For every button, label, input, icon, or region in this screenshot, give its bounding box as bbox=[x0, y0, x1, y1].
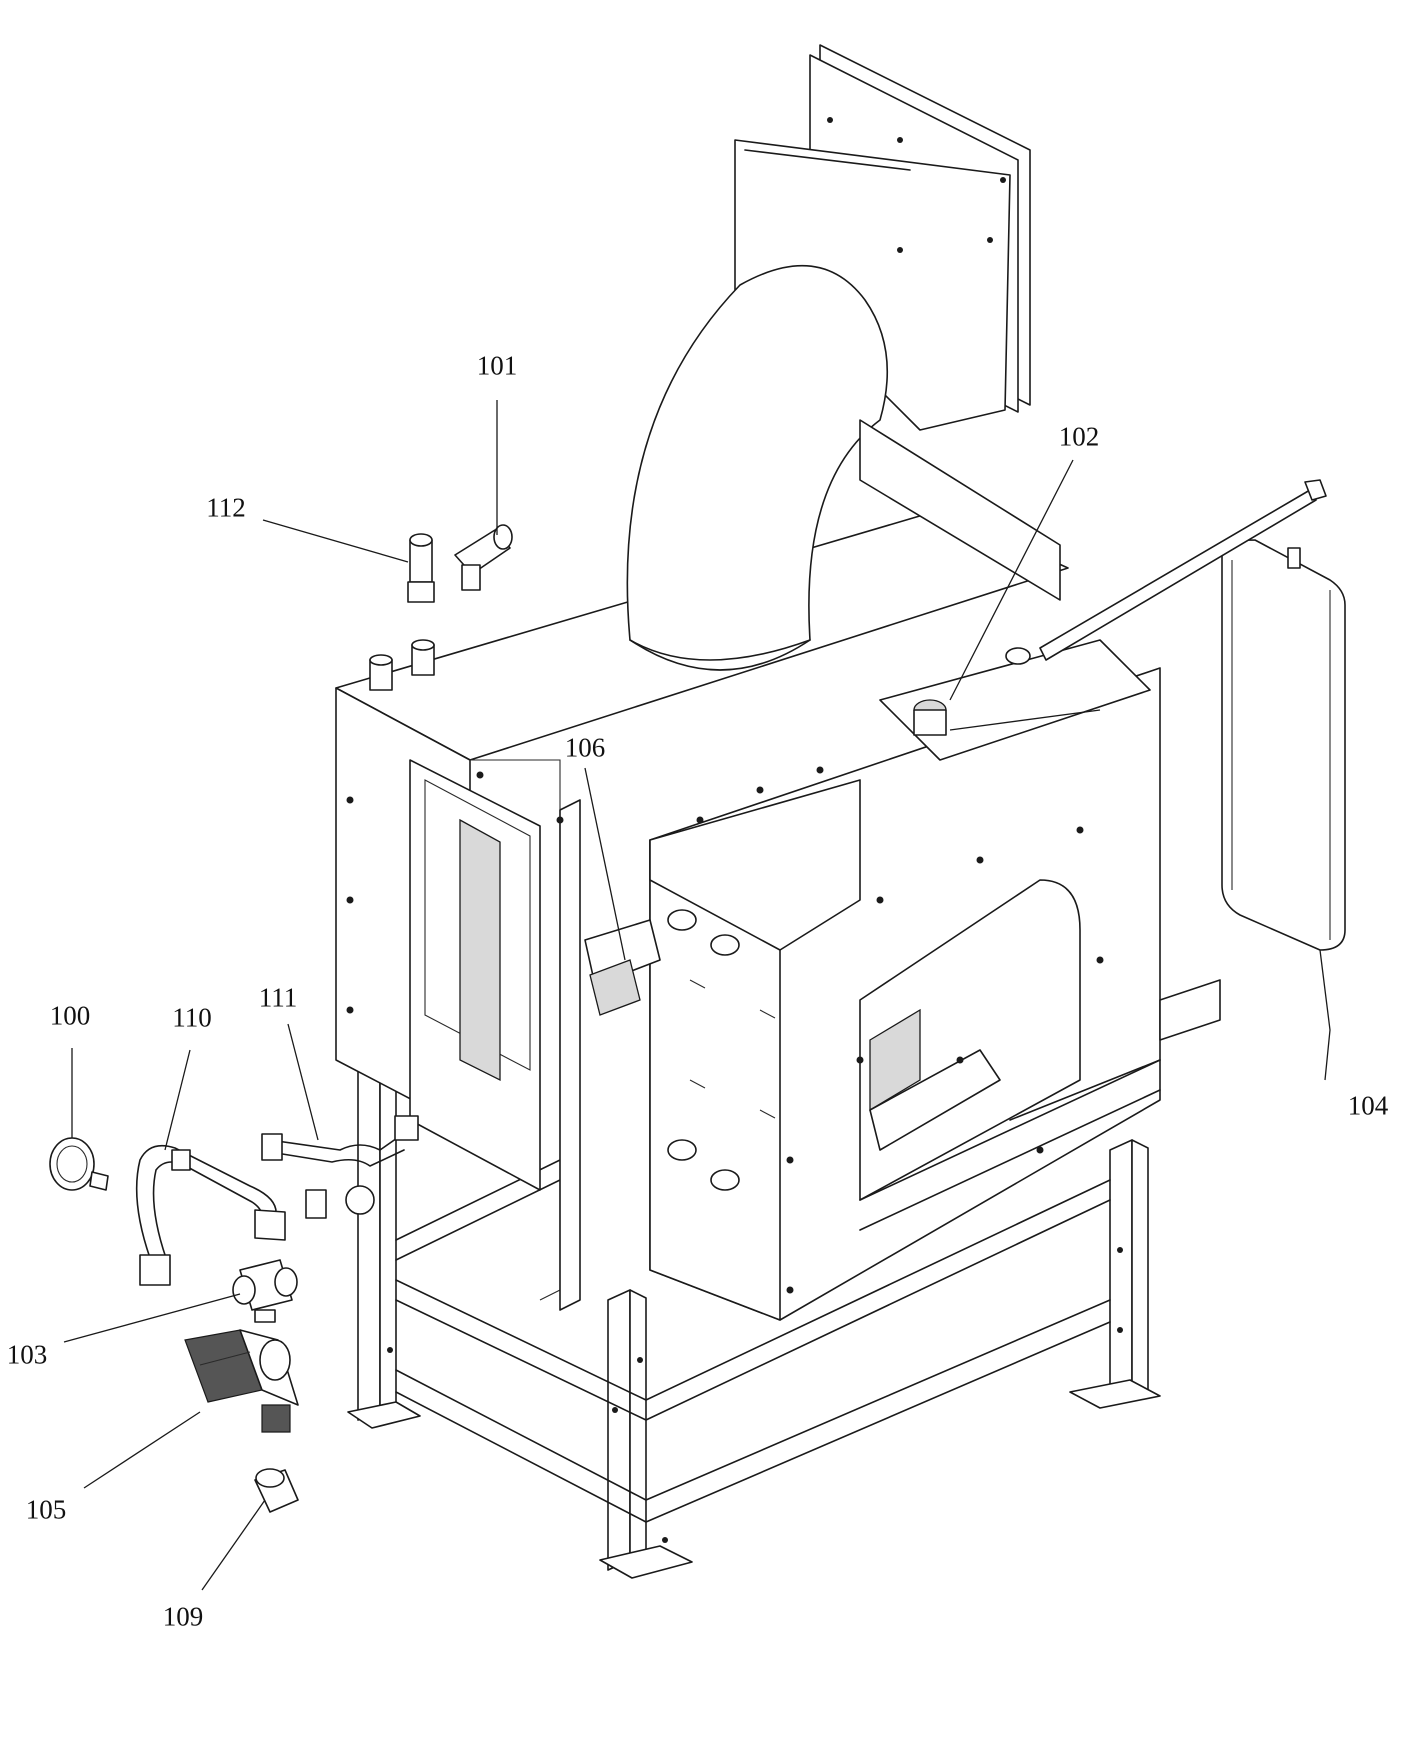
callout-103: 103 bbox=[6, 1339, 48, 1370]
callout-109: 109 bbox=[162, 1601, 204, 1632]
callout-100: 100 bbox=[49, 1000, 91, 1031]
callout-101: 101 bbox=[476, 350, 518, 381]
callout-105: 105 bbox=[25, 1494, 67, 1525]
expansion-tank bbox=[1039, 479, 1346, 951]
callout-111: 111 bbox=[258, 982, 298, 1013]
leader-lines bbox=[63, 400, 1331, 1591]
callout-102: 102 bbox=[1058, 421, 1100, 452]
callout-104: 104 bbox=[1347, 1090, 1389, 1121]
loose-parts bbox=[49, 524, 513, 1513]
base-frame bbox=[347, 689, 1161, 1579]
cabinet-body bbox=[335, 509, 1221, 1321]
flue-assembly bbox=[626, 44, 1061, 671]
callout-112: 112 bbox=[206, 492, 246, 523]
callout-106: 106 bbox=[564, 732, 606, 763]
callout-110: 110 bbox=[172, 1002, 212, 1033]
